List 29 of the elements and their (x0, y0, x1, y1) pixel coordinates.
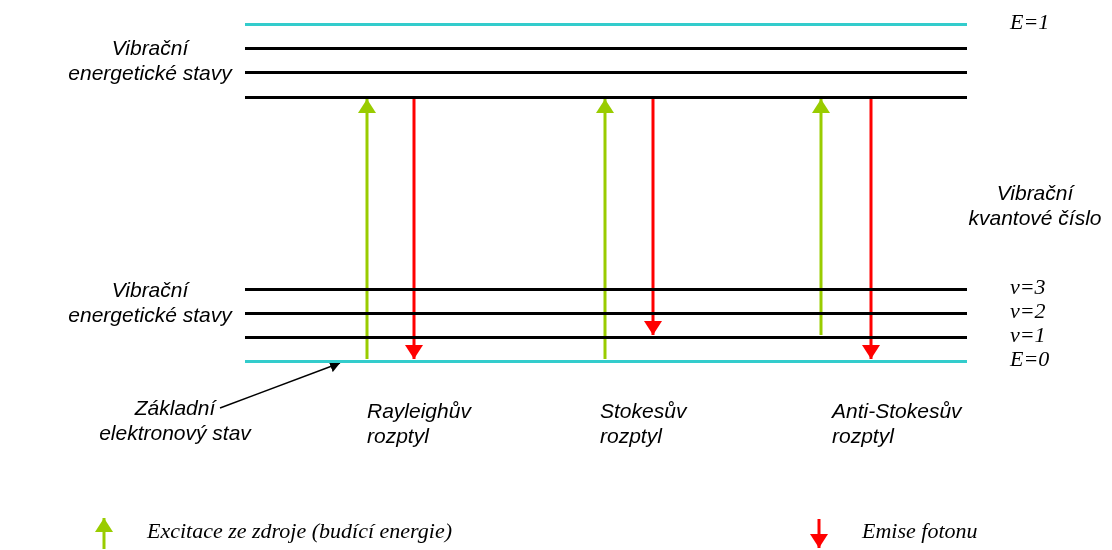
level-label: E=0 (1010, 346, 1050, 372)
caption-text: Základní elektronový stav (85, 395, 265, 445)
transition-arrow (862, 99, 880, 359)
level-label: E=1 (1010, 9, 1050, 35)
energy-level-line (245, 360, 967, 363)
transition-arrow (644, 99, 662, 335)
legend-text: Emise fotonu (862, 518, 978, 544)
transition-arrow (812, 99, 830, 335)
energy-level-line (245, 312, 967, 315)
scattering-label: Anti-Stokesův rozptyl (832, 398, 964, 448)
level-label: v=1 (1010, 322, 1046, 348)
scattering-label: Rayleighův rozptyl (367, 398, 473, 448)
leader-arrow (219, 360, 341, 409)
energy-level-line (245, 47, 967, 50)
axis-note: Vibrační energetické stavy (67, 35, 234, 85)
energy-level-line (245, 71, 967, 74)
level-label: v=3 (1010, 274, 1046, 300)
axis-note: Vibrační energetické stavy (67, 277, 234, 327)
energy-level-line (245, 336, 967, 339)
transition-arrow (405, 99, 423, 359)
level-label: v=2 (1010, 298, 1046, 324)
transition-arrow (596, 99, 614, 359)
energy-level-line (245, 23, 967, 26)
transition-arrow (358, 99, 376, 359)
energy-level-line (245, 288, 967, 291)
axis-note: Vibrační kvantové číslo (967, 180, 1103, 230)
scattering-label: Stokesův rozptyl (600, 398, 689, 448)
legend-text: Excitace ze zdroje (budící energie) (147, 518, 453, 544)
energy-level-line (245, 96, 967, 99)
